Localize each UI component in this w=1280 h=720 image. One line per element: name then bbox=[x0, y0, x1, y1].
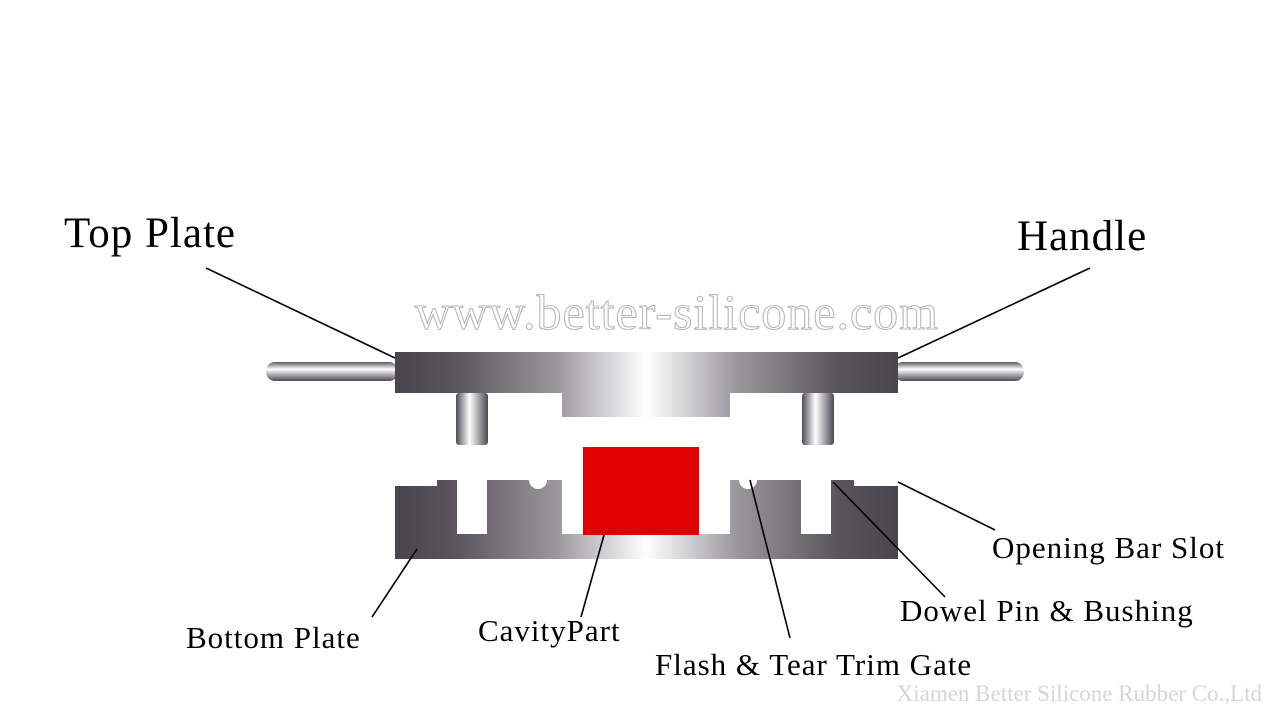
flash-tear-trim-gate-leader bbox=[749, 479, 791, 639]
cavity-part-label: CavityPart bbox=[478, 613, 621, 648]
top-plate-leader bbox=[205, 267, 396, 359]
bottom-plate-leader bbox=[371, 548, 418, 618]
dowel-pin-bushing-leader bbox=[832, 481, 946, 598]
top-plate bbox=[395, 352, 898, 417]
cavity-part-leader bbox=[580, 534, 605, 618]
dowel-pin-bushing-label: Dowel Pin & Bushing bbox=[900, 593, 1194, 628]
watermark-company: Xiamen Better Silicone Rubber Co.,Ltd bbox=[897, 681, 1263, 706]
bottom-plate bbox=[395, 480, 898, 559]
bottom-plate-label: Bottom Plate bbox=[186, 620, 361, 655]
opening-bar-slot-leader bbox=[897, 481, 996, 531]
dowel-pin-left bbox=[456, 393, 488, 445]
flash-tear-trim-gate-label: Flash & Tear Trim Gate bbox=[655, 647, 972, 682]
handle-right bbox=[894, 362, 1024, 381]
top-plate-label: Top Plate bbox=[64, 210, 236, 257]
handle-label: Handle bbox=[1017, 213, 1147, 260]
watermark-url: www.better-silicone.com bbox=[415, 284, 939, 340]
opening-bar-slot-label: Opening Bar Slot bbox=[992, 530, 1225, 565]
handle-left bbox=[266, 362, 398, 381]
cavity-part bbox=[583, 447, 699, 535]
handle-leader bbox=[897, 267, 1091, 359]
dowel-pin-right bbox=[802, 393, 834, 445]
